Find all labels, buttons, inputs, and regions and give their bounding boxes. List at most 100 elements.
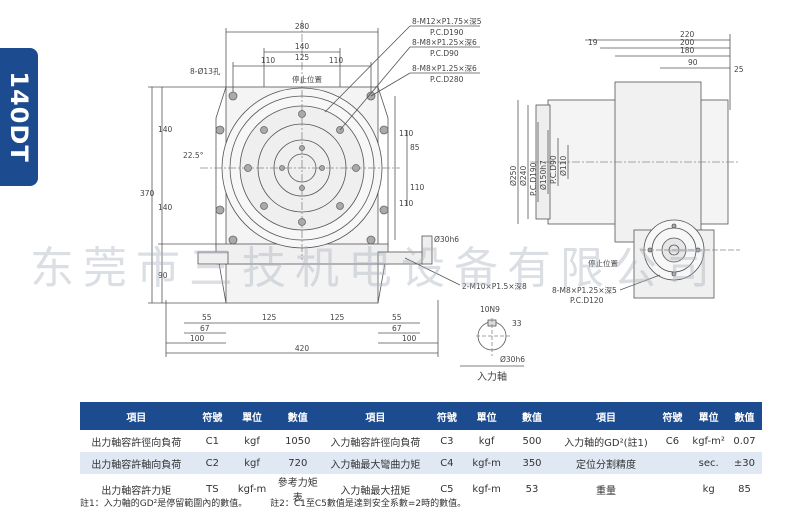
dim-bottom-67: 67: [200, 324, 210, 333]
dim-125: 125: [295, 53, 310, 62]
header-value-3: 數值: [726, 402, 762, 430]
cell: kgf-m: [232, 474, 273, 504]
dim-110: 110: [261, 56, 276, 65]
cell: kg: [690, 474, 727, 504]
callout-7: 2-M10×P1.5×深8: [462, 282, 527, 291]
dim-left-140-b: 140: [158, 203, 173, 212]
dim-bottom-55-b: 55: [392, 313, 402, 322]
header-value-2: 數值: [506, 402, 558, 430]
cell: sec.: [690, 452, 727, 474]
side-dim-180: 180: [680, 46, 695, 55]
dim-110-b: 110: [329, 56, 344, 65]
header-item-2: 項目: [323, 402, 428, 430]
dim-bottom-100: 100: [190, 334, 205, 343]
note-2: 註2：C1至C5數值是達到安全系數=2時的數值。: [270, 499, 467, 509]
model-side-tab: 140DT: [0, 48, 38, 186]
cell: 出力軸容許徑向負荷: [80, 430, 193, 452]
cell: kgf: [232, 452, 273, 474]
side-dim-220: 220: [680, 30, 695, 39]
callout-2: P.C.D190: [430, 28, 464, 37]
dim-inner-110-a: 110: [399, 129, 414, 138]
shaft-dim-3: 10N9: [480, 305, 500, 314]
dim-280: 280: [295, 22, 310, 31]
table-notes: 註1：入力軸的GD²是停留範圍內的數值。 註2：C1至C5數值是達到安全系數=2…: [80, 496, 486, 509]
shaft-dim-4: 33: [512, 319, 522, 328]
shaft-dim-2: Ø30h6: [500, 355, 525, 364]
cell: kgf: [232, 430, 273, 452]
cell: TS: [192, 474, 233, 504]
technical-drawing: 280 140 125 110 110 8-Ø13孔 22.5° 停止位置 14…: [140, 17, 744, 383]
side-dim-90: 90: [688, 58, 698, 67]
header-symbol-3: 符號: [654, 402, 691, 430]
dim-inner-110-c: 110: [410, 183, 425, 192]
dim-bottom-125-b: 125: [330, 313, 345, 322]
header-value-1: 數值: [272, 402, 324, 430]
header-unit-1: 單位: [232, 402, 273, 430]
cell: kgf: [466, 430, 507, 452]
hole-label: 8-Ø13孔: [190, 67, 221, 76]
cell: [654, 452, 691, 474]
callout-1: 8-M12×P1.75×深5: [412, 17, 482, 26]
callout-4: P.C.D90: [430, 49, 459, 58]
cell: C6: [654, 430, 691, 452]
dim-left-370: 370: [140, 189, 155, 198]
cell: 入力軸最大扭矩: [323, 474, 428, 504]
cell: C2: [192, 452, 233, 474]
cell: 0.07: [726, 430, 762, 452]
shaft-dim-1: Ø30h6: [434, 235, 459, 244]
dim-left-140-a: 140: [158, 125, 173, 134]
dim-left-90: 90: [158, 271, 168, 280]
cell: 入力軸的GD²(註1): [557, 430, 655, 452]
dim-bottom-55: 55: [202, 313, 212, 322]
note-1: 註1：入力軸的GD²是停留範圍內的數值。: [80, 499, 248, 509]
side-dia-250: Ø250: [509, 166, 518, 186]
callout-8: 8-M8×P1.25×深5: [552, 286, 617, 295]
side-dia-240: Ø240: [519, 166, 528, 186]
callout-6: P.C.D280: [430, 75, 464, 84]
stop-position-label: 停止位置: [292, 74, 322, 84]
header-item-1: 項目: [80, 402, 193, 430]
cell: 入力軸容許徑向負荷: [323, 430, 428, 452]
dim-140: 140: [295, 42, 310, 51]
cell: 85: [726, 474, 762, 504]
cell: ±30: [726, 452, 762, 474]
side-dia-150: Ø150h7: [539, 160, 548, 190]
callout-3: 8-M8×P1.25×深6: [412, 38, 477, 47]
header-item-3: 項目: [557, 402, 655, 430]
cell: 350: [506, 452, 558, 474]
header-symbol-1: 符號: [192, 402, 233, 430]
cell: C1: [192, 430, 233, 452]
cell: [654, 474, 691, 504]
cell: kgf-m²: [690, 430, 727, 452]
cell: C5: [427, 474, 467, 504]
header-symbol-2: 符號: [427, 402, 467, 430]
dim-inner-110-b: 110: [399, 199, 414, 208]
dim-bottom-67-b: 67: [392, 324, 402, 333]
angle-label: 22.5°: [183, 151, 204, 160]
cell: 出力軸容許力矩: [80, 474, 193, 504]
dim-bottom-420: 420: [295, 344, 310, 353]
header-unit-2: 單位: [466, 402, 507, 430]
spec-header-row: 項目 符號 單位 數值 項目 符號 單位 數值 項目 符號 單位 數值: [80, 402, 762, 430]
side-dia-110: Ø110: [559, 156, 568, 176]
side-dim-19: 19: [588, 38, 598, 47]
callout-5: 8-M8×P1.25×深6: [412, 64, 477, 73]
model-label: 140DT: [5, 71, 33, 163]
side-pcd-90: P.C.D90: [549, 155, 558, 184]
side-dim-200: 200: [680, 38, 695, 47]
side-pcd-190: P.C.D190: [529, 162, 538, 196]
cell: kgf-m: [466, 474, 507, 504]
cell: 500: [506, 430, 558, 452]
cell: 1050: [272, 430, 324, 452]
cell: 入力軸最大彎曲力矩: [323, 452, 428, 474]
side-dim-25: 25: [734, 65, 744, 74]
header-unit-3: 單位: [690, 402, 727, 430]
cell: 53: [506, 474, 558, 504]
callout-9: P.C.D120: [570, 296, 604, 305]
cell: kgf-m: [466, 452, 507, 474]
cell: 出力軸容許軸向負荷: [80, 452, 193, 474]
spec-table: 項目 符號 單位 數值 項目 符號 單位 數值 項目 符號 單位 數值 出力軸容…: [80, 402, 762, 504]
cell: 720: [272, 452, 324, 474]
cell: 定位分割精度: [557, 452, 655, 474]
